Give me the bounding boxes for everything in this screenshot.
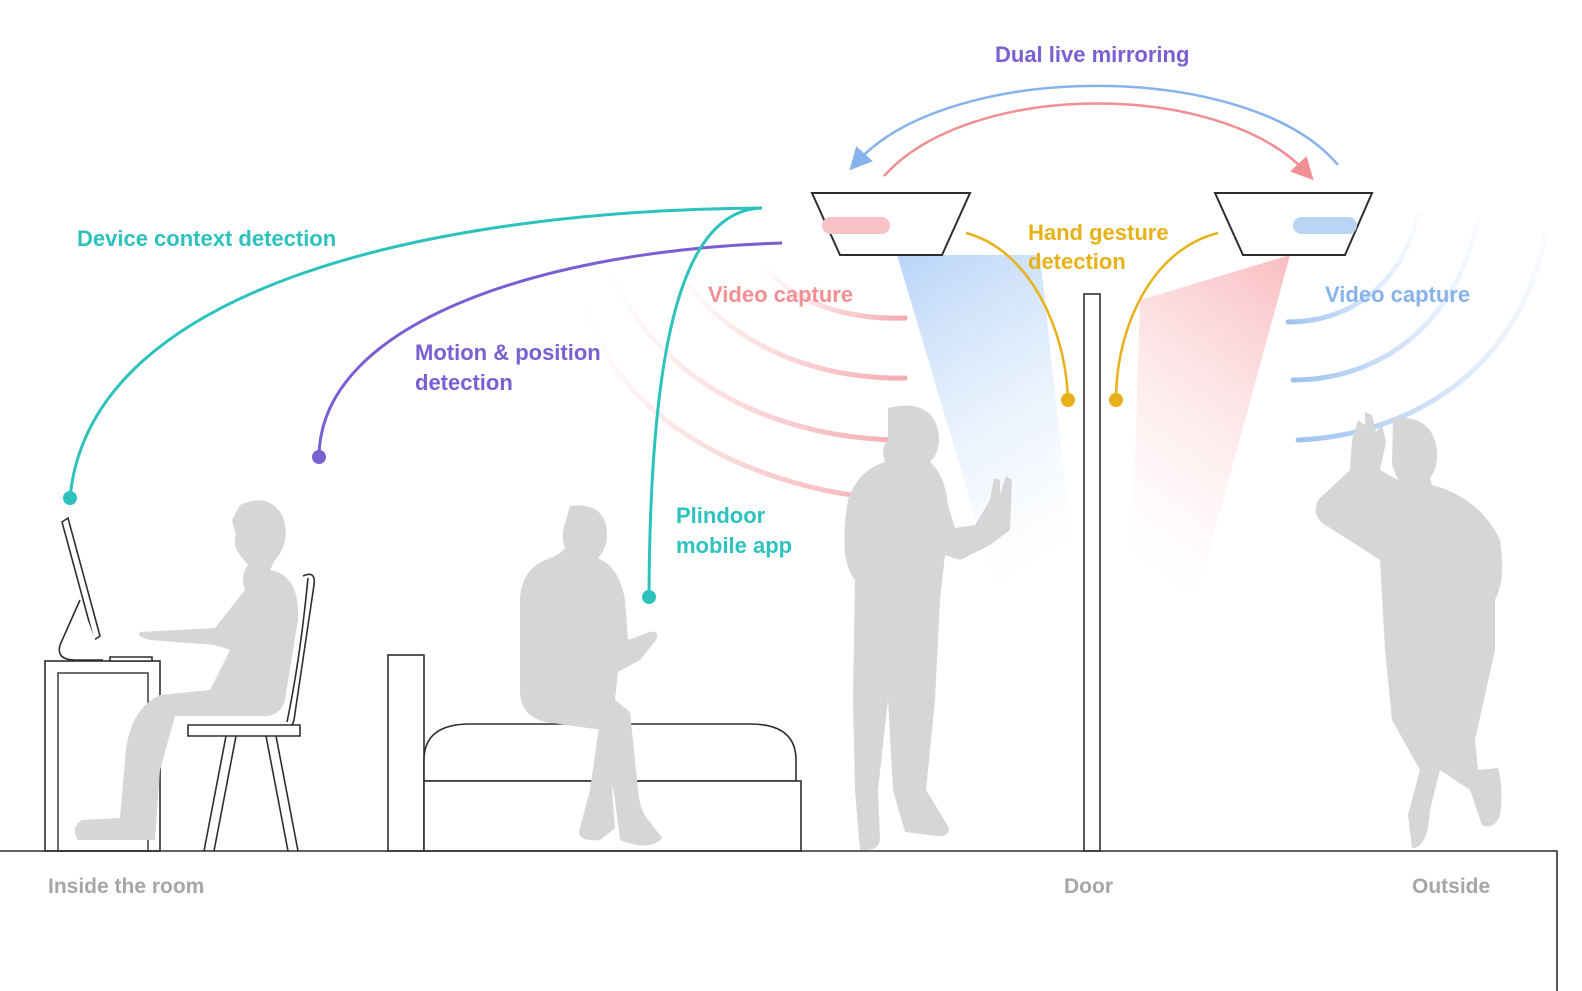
person-standing-inside	[844, 405, 1012, 851]
person-at-desk	[74, 500, 299, 840]
outside-camera-beam	[1130, 255, 1290, 640]
motion-position-label-line1: Motion & position	[415, 340, 601, 365]
mirroring-arrow-pink	[883, 102, 1314, 181]
video-capture-waves-outside	[1285, 212, 1548, 443]
dual-live-mirroring-label: Dual live mirroring	[995, 42, 1189, 67]
door-frame	[1083, 293, 1101, 852]
person-with-phone	[520, 505, 662, 846]
inside-camera-beam	[897, 255, 1080, 620]
hand-gesture-label-line1: Hand gesture	[1028, 220, 1169, 245]
outside-camera-device	[1213, 192, 1374, 256]
chair	[187, 573, 316, 852]
person-standing-outside	[1315, 412, 1503, 848]
hand-gesture-label-line2: detection	[1028, 249, 1126, 274]
door-label: Door	[1064, 875, 1113, 898]
hand-gesture-dot-outside	[1109, 393, 1123, 407]
monitor	[58, 516, 153, 662]
motion-position-line	[317, 241, 783, 458]
hand-gesture-line-inside	[965, 231, 1070, 401]
hand-gesture-dot-inside	[1061, 393, 1075, 407]
video-capture-inside-label: Video capture	[708, 282, 853, 307]
inside-room-label: Inside the room	[48, 875, 204, 898]
mobile-app-line	[647, 206, 763, 598]
motion-position-label-line2: detection	[415, 370, 513, 395]
mobile-app-dot	[642, 590, 656, 604]
mobile-app-label-line1: Plindoor	[676, 503, 766, 528]
outside-label: Outside	[1412, 875, 1490, 898]
device-context-line	[68, 206, 763, 499]
ground-line	[0, 850, 1558, 991]
mirroring-arrow-blue	[849, 84, 1339, 171]
hand-gesture-line-outside	[1114, 231, 1219, 401]
device-context-detection-label: Device context detection	[77, 226, 336, 251]
motion-position-dot	[312, 450, 326, 464]
device-context-dot	[63, 491, 77, 505]
video-capture-waves-inside	[582, 259, 908, 503]
video-capture-outside-label: Video capture	[1325, 282, 1470, 307]
inside-camera-device	[810, 192, 972, 256]
mobile-app-label-line2: mobile app	[676, 533, 792, 558]
